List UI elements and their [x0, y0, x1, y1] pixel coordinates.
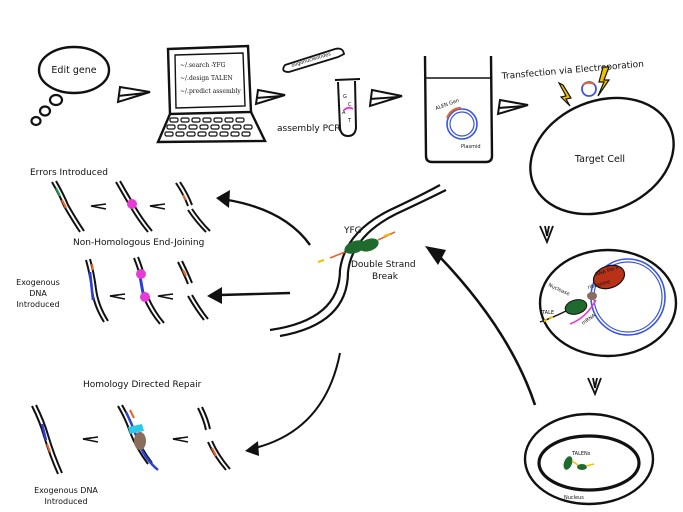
nhej-label: Non-Homologous End-Joining	[73, 238, 204, 248]
dsb-label-line2: Break	[372, 272, 399, 282]
transfection-label: Transfection via Electroporation	[500, 60, 644, 82]
tube-letter-g: G	[343, 94, 347, 100]
exogenous-row	[85, 256, 209, 325]
assembly-pcr-label: assembly PCR	[277, 124, 341, 134]
plasmid-label: Plasmid	[461, 144, 481, 150]
nuclease-blob	[564, 299, 588, 315]
arrow-nucleus-to-dsb	[425, 246, 537, 406]
exo2-label-1: Exogenous DNA	[34, 486, 98, 495]
thought-label: Edit gene	[51, 65, 96, 76]
terminal-line-3: ~/.predict assembly	[180, 88, 241, 95]
exo-label-1: Exogenous	[16, 278, 60, 287]
arrow-to-hdr	[245, 352, 341, 456]
ribosome-label: ribosome	[587, 279, 611, 291]
tale-label: TALE	[541, 310, 554, 316]
talens-label: TALENs	[571, 451, 591, 457]
plasmid-beaker: ALEN Gen Plasmid	[423, 55, 494, 164]
tube-letter-t: T	[347, 118, 352, 124]
rna-pol-ii	[592, 264, 626, 290]
hdr-row	[31, 404, 231, 475]
nucleus-label: Nucleus	[564, 495, 584, 501]
arrow-to-exogenous	[207, 287, 291, 304]
target-cell-label: Target Cell	[574, 154, 625, 165]
exo-label-2: DNA	[29, 289, 47, 298]
arrow-to-errors	[216, 190, 311, 246]
arrow-laptop-to-pcr	[254, 88, 286, 106]
arrow-beaker-to-cell	[496, 98, 529, 116]
center-chromosome: YFG Double Strand Break	[269, 184, 447, 338]
thought-bubble: Edit gene	[30, 45, 111, 127]
terminal-line-1: ~/.search -YFG	[180, 62, 226, 69]
errors-row	[51, 180, 211, 233]
nuclease-label: Nuclease	[547, 282, 570, 297]
target-cell: Target Cell	[529, 96, 675, 216]
exo-label-3: Introduced	[16, 300, 59, 309]
electroporation-symbols	[557, 66, 611, 107]
pcr-test-tube: G C A T	[334, 78, 361, 138]
dsb-label-line1: Double Strand	[351, 260, 416, 270]
oligonucleotide-vial: oligonucleotides	[282, 47, 345, 73]
tube-letter-c: C	[348, 102, 352, 108]
lightning-bolt-icon	[557, 81, 572, 107]
hdr-label: Homology Directed Repair	[83, 380, 202, 390]
arrow-cell-to-expression	[539, 225, 554, 245]
errors-label: Errors Introduced	[30, 168, 108, 178]
laptop-icon: ~/.search -YFG ~/.design TALEN ~/.predic…	[156, 44, 267, 144]
terminal-line-2: ~/.design TALEN	[180, 75, 233, 82]
lightning-bolt-icon	[597, 66, 611, 97]
arrow-expression-to-nucleus	[587, 377, 602, 397]
arrow-pcr-to-beaker	[368, 88, 403, 108]
tube-letter-a: A	[342, 110, 346, 116]
arrow-thought-to-laptop	[116, 85, 151, 104]
expression-cell: RNA Pol II Nuclease ribosome TALE mRNA	[538, 248, 678, 358]
exo2-label-2: Introduced	[44, 497, 87, 506]
yfg-label: YFG	[343, 226, 362, 236]
nucleus-cell: TALENs Nucleus	[523, 412, 655, 506]
